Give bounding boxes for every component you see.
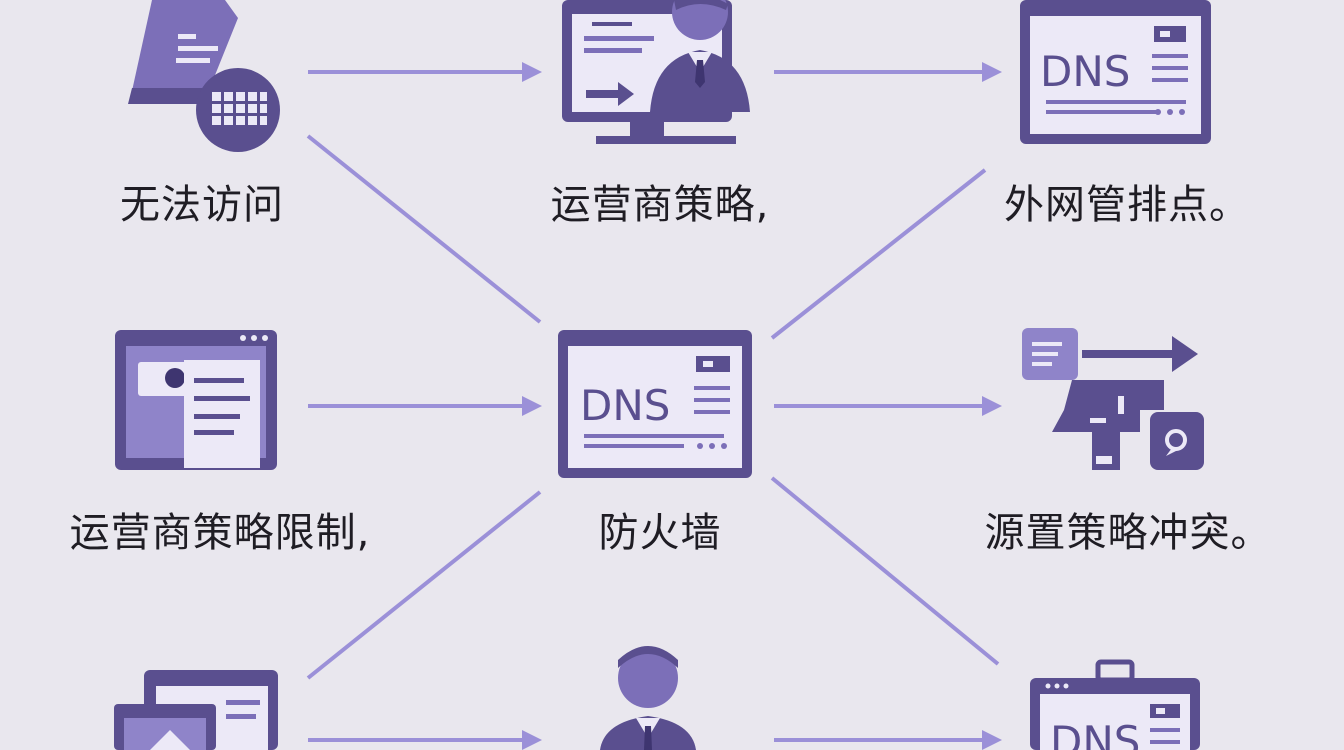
line-bottom-left-to-center (306, 490, 542, 680)
dns-text-center: DNS (580, 381, 670, 430)
label-top-center: 运营商策略, (550, 182, 770, 228)
line-center-to-top-right (770, 168, 987, 340)
browser-document-icon (115, 330, 277, 470)
line-center-to-bottom-right (770, 476, 1000, 666)
label-top-right: 外网管排点。 (1004, 182, 1250, 228)
dns-text: DNS (1040, 47, 1130, 96)
label-top-left: 无法访问 (120, 182, 284, 228)
stacked-windows-icon (114, 670, 278, 750)
network-signpost-icon (1022, 328, 1204, 470)
dns-text-bottom: DNS (1050, 717, 1140, 750)
label-mid-left: 运营商策略限制, (69, 510, 371, 556)
dns-window-icon-center: DNS (558, 330, 752, 478)
dns-window-icon-bottom: DNS (1030, 659, 1200, 750)
connectors (306, 62, 1002, 750)
person-icon (600, 646, 696, 750)
document-grid-icon (128, 0, 280, 152)
dns-window-icon: DNS (1020, 0, 1211, 144)
label-center: 防火墙 (598, 510, 722, 556)
line-top-left-to-center (306, 134, 542, 324)
label-mid-right: 源置策略冲突。 (984, 510, 1272, 556)
monitor-person-icon (562, 0, 750, 144)
